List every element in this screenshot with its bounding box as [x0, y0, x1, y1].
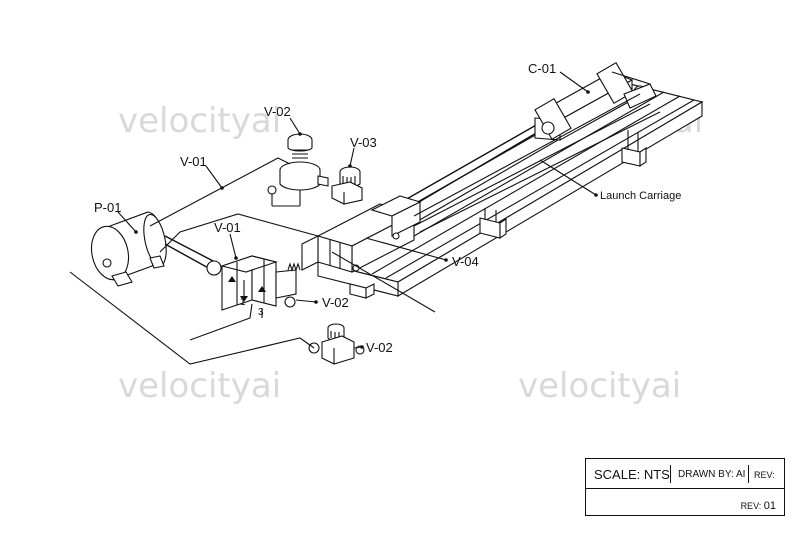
title-block-top-row: SCALE: NTS DRAWN BY: AI REV: — [586, 459, 784, 489]
label-launch-carriage: Launch Carriage — [600, 190, 681, 202]
watermark: velocityai — [118, 101, 281, 141]
label-v02-bottom: V-02 — [366, 340, 393, 355]
drawn-by-text: DRAWN BY: AI — [678, 469, 746, 480]
leader-lines — [117, 71, 598, 349]
label-v02-right: V-02 — [322, 295, 349, 310]
label-v02-top: V-02 — [264, 104, 291, 119]
revision: REV: 01 — [741, 500, 776, 512]
rev-prefix: REV: — [740, 501, 762, 511]
fitting — [267, 185, 277, 206]
divider — [670, 465, 671, 483]
pressure-tank-p01 — [90, 211, 216, 287]
label-c01: C-01 — [528, 61, 556, 76]
label-p01: P-01 — [94, 200, 121, 215]
valve-v02-bottom — [308, 323, 365, 365]
launch-rail — [316, 81, 704, 297]
divider — [748, 465, 749, 483]
rev-value: 01 — [763, 500, 776, 512]
label-v03: V-03 — [350, 135, 377, 150]
directional-valve-v01 — [206, 255, 301, 311]
rev-label: REV: — [754, 470, 775, 480]
watermark: velocityai — [118, 366, 281, 406]
title-block: SCALE: NTS DRAWN BY: AI REV: REV: 01 — [585, 458, 785, 516]
regulator-v02-top — [279, 133, 329, 191]
port-label-3: 3 — [258, 307, 264, 318]
label-v01-valve: V-01 — [214, 220, 241, 235]
cylinder-c01 — [534, 62, 657, 141]
port-label-1: 1 — [240, 297, 246, 308]
rail-support-feet — [349, 130, 647, 299]
piping — [69, 157, 319, 365]
scale-text: SCALE: NTS — [594, 467, 670, 482]
guide-lines — [331, 93, 661, 313]
label-v04: V-04 — [452, 254, 479, 269]
valve-v03 — [331, 166, 363, 205]
label-v01-top: V-01 — [180, 154, 207, 169]
watermark: velocityai — [518, 366, 681, 406]
